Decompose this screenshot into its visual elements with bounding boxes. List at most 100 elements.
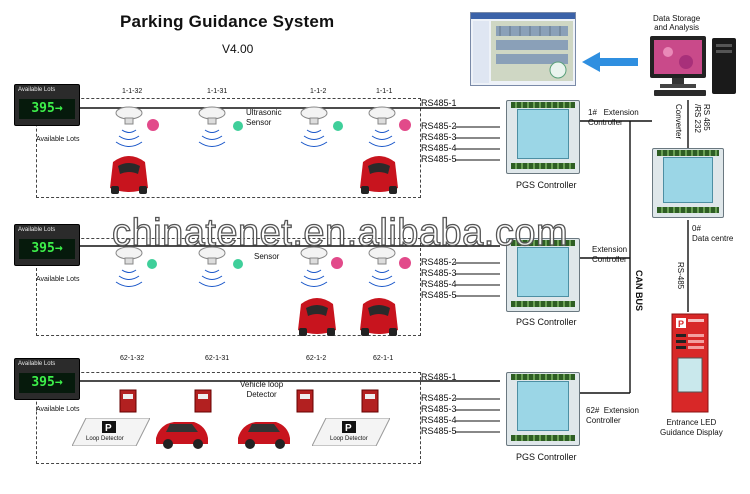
- svg-text:P: P: [678, 319, 684, 329]
- data-flow-arrow: [582, 52, 638, 72]
- svg-text:P: P: [105, 423, 112, 434]
- terminal-strip: [511, 301, 575, 307]
- rs485-vertical-label: RS-485: [676, 262, 685, 290]
- available-lots-sign: Available Lots 395→: [14, 224, 80, 266]
- available-lots-sign: Available Lots 395→: [14, 84, 80, 126]
- detector-id: 62-1-2: [306, 355, 327, 362]
- vacant-indicator-icon: [233, 121, 243, 131]
- rs485-label: RS485-4: [421, 415, 457, 425]
- ultrasonic-sensor-label: Ultrasonic Sensor: [246, 108, 282, 127]
- rs485-label: RS485-3: [421, 404, 457, 414]
- available-lots-caption: Available Lots: [36, 406, 80, 413]
- occupied-indicator-icon: [331, 257, 343, 269]
- entrance-led-display-icon: P: [671, 313, 709, 413]
- monitoring-software-screenshot: [470, 12, 576, 86]
- occupied-indicator-icon: [147, 119, 159, 131]
- available-lots-caption: Available Lots: [36, 276, 80, 283]
- entrance-display-label: Entrance LED Guidance Display: [660, 418, 723, 437]
- rs485-label: RS485-1: [421, 372, 457, 382]
- row1-panel: [36, 98, 421, 198]
- controller-panel: [517, 109, 569, 159]
- pgs-controller-label: PGS Controller: [516, 452, 577, 462]
- row3-panel: [36, 372, 421, 464]
- ultrasonic-sensor-icon: [368, 106, 396, 147]
- sign-digits: 395: [31, 241, 55, 256]
- rs485-label: RS485-2: [421, 257, 457, 267]
- terminal-strip: [657, 150, 719, 156]
- row2-panel: [36, 238, 421, 336]
- vacant-indicator-icon: [233, 259, 243, 269]
- pgs-controller-device: [506, 100, 580, 174]
- terminal-strip: [511, 374, 575, 380]
- loop-detector-device-icon: [194, 389, 212, 413]
- svg-text:P: P: [345, 423, 352, 434]
- ultrasonic-sensor-icon: [115, 246, 143, 287]
- vacant-indicator-icon: [333, 121, 343, 131]
- rs485-label: RS485-5: [421, 154, 457, 164]
- ultrasonic-sensor-icon: [368, 246, 396, 287]
- car-icon: [360, 156, 398, 194]
- controller-panel: [517, 247, 569, 297]
- rs485-label: RS485-2: [421, 121, 457, 131]
- sign-digits: 395: [31, 375, 55, 390]
- sign-label: Available Lots: [18, 361, 56, 367]
- sensor-id: 1-1-31: [207, 88, 228, 95]
- sensor-id: 1-1-32: [122, 88, 143, 95]
- rs485-label: RS485-2: [421, 393, 457, 403]
- car-icon: [238, 422, 290, 449]
- terminal-strip: [511, 102, 575, 108]
- controller-panel: [517, 381, 569, 431]
- controller-panel: [663, 157, 713, 203]
- version-label: V4.00: [222, 42, 254, 56]
- occupied-indicator-icon: [399, 119, 411, 131]
- rs485-label: RS485-3: [421, 268, 457, 278]
- detector-id: 62-1-32: [120, 355, 145, 362]
- ultrasonic-sensor-icon: [115, 106, 143, 147]
- loop-pad-icon: P: [312, 418, 390, 446]
- converter-label: Converter: [674, 104, 683, 140]
- extension-controller-label: 62# Extension Controller: [586, 406, 639, 425]
- ultrasonic-sensor-icon: [300, 246, 328, 287]
- loop-pad-icon: P: [72, 418, 150, 446]
- computer-workstation-icon: [650, 36, 736, 96]
- data-centre-label: 0# Data centre: [692, 224, 734, 243]
- detector-id: 62-1-31: [205, 355, 230, 362]
- watermark: chinatenet.en.alibaba.com: [111, 211, 569, 254]
- terminal-strip: [657, 207, 719, 213]
- ultrasonic-sensor-icon: [198, 106, 226, 147]
- extension-controller-label: 1# Extension Controller: [588, 108, 639, 127]
- vacant-indicator-icon: [147, 259, 157, 269]
- loop-detector-device-icon: [296, 389, 314, 413]
- car-icon: [110, 156, 148, 194]
- loop-detector-caption: Loop Detector: [330, 436, 368, 442]
- data-storage-label: Data Storage and Analysis: [653, 14, 701, 32]
- sign-label: Available Lots: [18, 87, 56, 93]
- sign-value: 395→: [19, 239, 75, 259]
- occupied-indicator-icon: [399, 257, 411, 269]
- terminal-strip: [511, 435, 575, 441]
- data-centre-controller-device: [652, 148, 724, 218]
- terminal-strip: [511, 240, 575, 246]
- loop-detector-caption: Loop Detector: [86, 436, 124, 442]
- sensor-id: 1-1-2: [310, 88, 327, 95]
- sensor-id: 1-1-1: [376, 88, 393, 95]
- extension-controller-label: Extension Controller: [592, 245, 628, 264]
- pgs-controller-label: PGS Controller: [516, 317, 577, 327]
- rs485-label: RS485-3: [421, 132, 457, 142]
- diagram-title: Parking Guidance System: [120, 12, 335, 31]
- ultrasonic-sensor-icon: [198, 246, 226, 287]
- rs485-label: RS485-4: [421, 143, 457, 153]
- rs485-label: RS485-5: [421, 290, 457, 300]
- available-lots-caption: Available Lots: [36, 136, 80, 143]
- car-icon: [360, 298, 398, 336]
- loop-detector-device-icon: [119, 389, 137, 413]
- sign-digits: 395: [31, 101, 55, 116]
- sign-value: 395→: [19, 373, 75, 393]
- sensor-label: Sensor: [254, 252, 280, 261]
- rs485-label: RS485-4: [421, 279, 457, 289]
- pgs-controller-device: [506, 238, 580, 312]
- sign-label: Available Lots: [18, 227, 56, 233]
- terminal-strip: [511, 163, 575, 169]
